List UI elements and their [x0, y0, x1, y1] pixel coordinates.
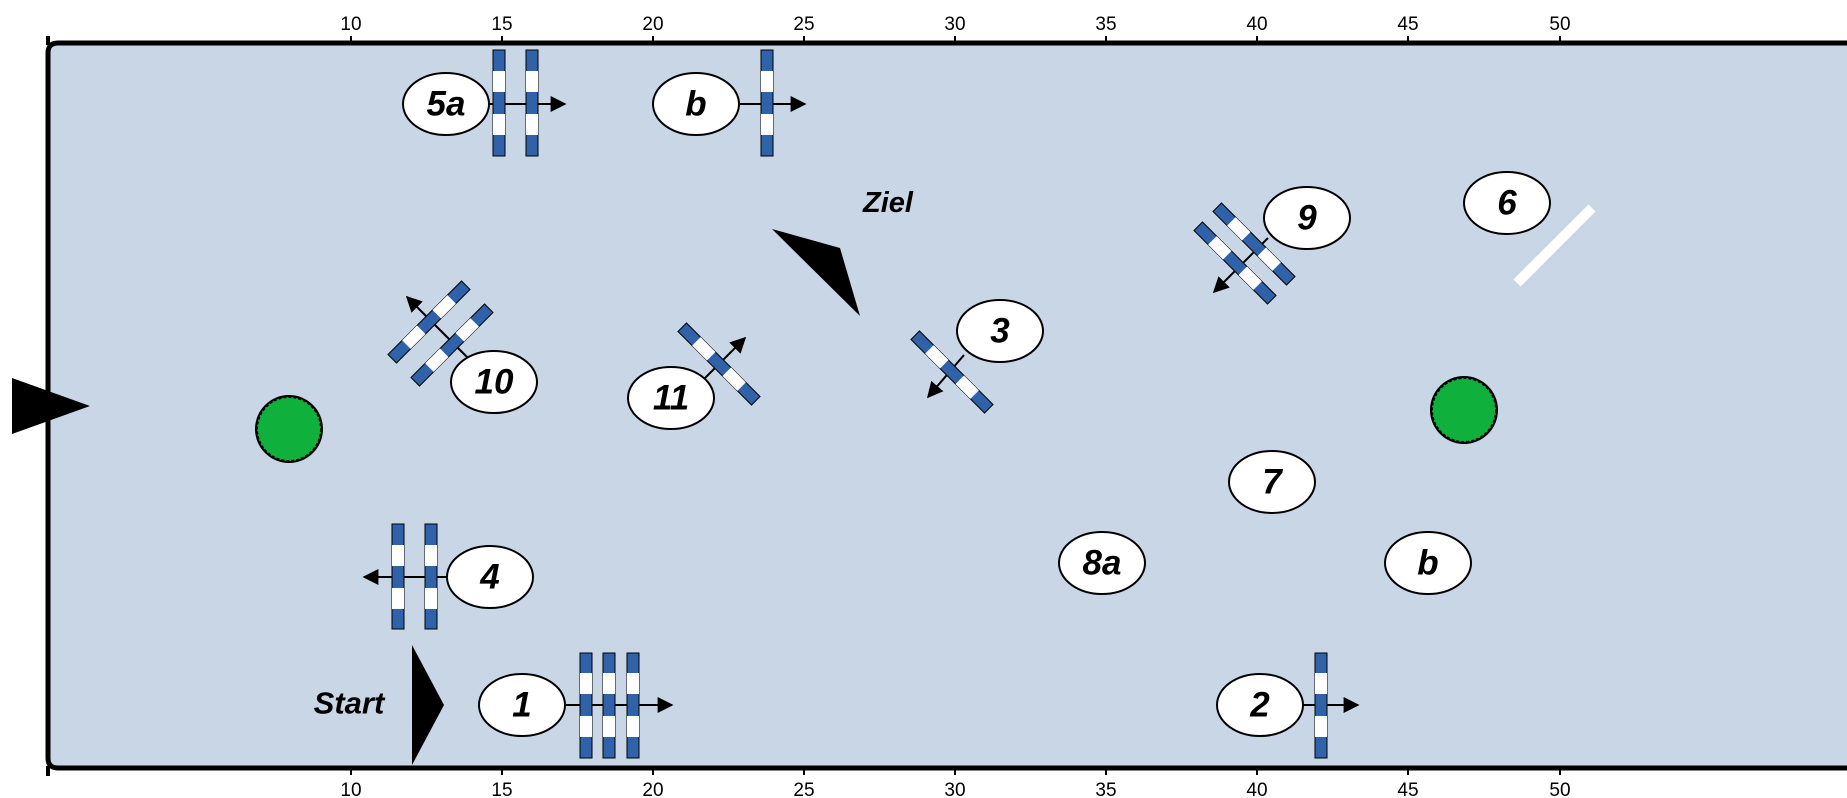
obstacle-8b: b [1384, 531, 1472, 595]
ruler-top-label: 50 [1549, 14, 1570, 35]
tree-right [1430, 376, 1498, 444]
obstacle-6-label: 6 [1497, 184, 1517, 223]
ruler-top-label: 40 [1246, 14, 1267, 35]
obstacle-5b: b [652, 49, 807, 157]
ruler-bottom: 10 15 20 25 30 35 40 45 50 [340, 768, 1571, 798]
ruler-top-label: 15 [491, 14, 512, 35]
obstacle-7-label: 7 [1262, 463, 1283, 502]
start-line [412, 645, 444, 765]
obstacle-9: 9 [1193, 186, 1351, 305]
obstacle-6: 6 [1463, 171, 1551, 235]
ruler-top-label: 45 [1397, 14, 1418, 35]
obstacle-5a-label: 5a [427, 85, 466, 124]
ruler-bottom-label: 40 [1246, 780, 1267, 798]
ruler-bottom-label: 25 [793, 780, 814, 798]
ruler-bottom-label: 45 [1397, 780, 1418, 798]
obstacle-1: 1 [478, 652, 674, 759]
obstacle-10-label: 10 [475, 363, 514, 402]
obstacle-4-label: 4 [479, 558, 499, 597]
arena [45, 40, 1847, 771]
ruler-top-label: 25 [793, 14, 814, 35]
obstacle-8b-label: b [1417, 544, 1438, 583]
obstacle-9-label: 9 [1297, 199, 1317, 238]
ruler-top: 10 15 20 25 30 35 40 45 50 [340, 14, 1571, 43]
obstacle-8a: 8a [1058, 531, 1146, 595]
ruler-top-label: 30 [944, 14, 965, 35]
obstacle-11: 11 [627, 322, 761, 430]
ruler-bottom-label: 35 [1095, 780, 1116, 798]
obstacle-2-label: 2 [1249, 686, 1270, 725]
ruler-bottom-label: 20 [642, 780, 663, 798]
ruler-top-label: 20 [642, 14, 663, 35]
obstacle-1-label: 1 [512, 686, 531, 725]
start-label: Start [314, 686, 386, 721]
ruler-bottom-label: 50 [1549, 780, 1570, 798]
obstacle-3-label: 3 [990, 312, 1010, 351]
obstacle-5a: 5a [402, 49, 567, 157]
obstacle-10: 10 [387, 280, 538, 414]
obstacle-3: 3 [910, 299, 1044, 414]
finish-line [772, 229, 860, 316]
obstacle-5b-label: b [685, 85, 706, 124]
obstacle-7: 7 [1228, 450, 1316, 514]
ruler-top-label: 35 [1095, 14, 1116, 35]
tree-left [255, 395, 323, 463]
entrance-marker [12, 378, 90, 434]
ruler-bottom-label: 10 [340, 780, 361, 798]
finish-label: Ziel [862, 187, 914, 219]
obstacle-4: 4 [362, 523, 534, 630]
obstacle-8a-label: 8a [1083, 544, 1122, 583]
water-jump-6 [1513, 204, 1596, 287]
obstacle-11-label: 11 [653, 379, 689, 418]
ruler-bottom-label: 30 [944, 780, 965, 798]
obstacle-2: 2 [1216, 652, 1360, 759]
ruler-bottom-label: 15 [491, 780, 512, 798]
ruler-top-label: 10 [340, 14, 361, 35]
